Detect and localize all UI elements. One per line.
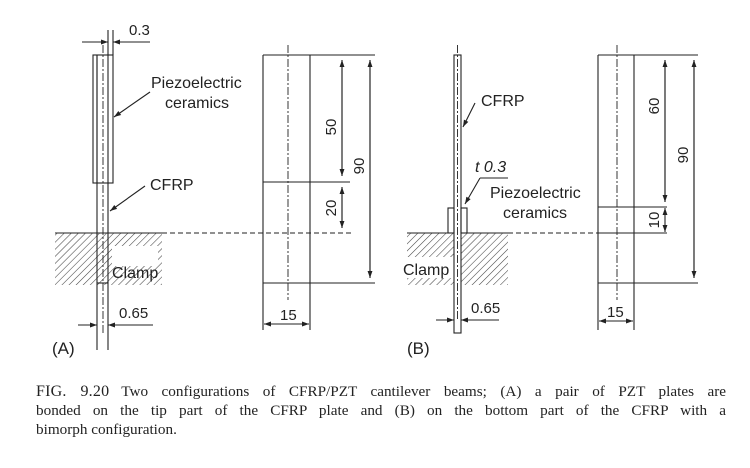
caption-text-1: Two configurations of CFRP/PZT cantileve… <box>121 383 726 400</box>
figure-caption: FIG. 9.20 Two configurations of CFRP/PZT … <box>36 382 726 439</box>
piezo-leader-b <box>464 177 481 205</box>
panel-a <box>55 30 375 350</box>
piezo-label-a-line2: ceramics <box>165 95 229 112</box>
side-view-b <box>597 54 698 330</box>
cfrp-thickness-a: 0.65 <box>119 305 148 322</box>
cfrp-beam-a <box>96 30 109 350</box>
side-view-a <box>262 54 375 330</box>
piezo-thickness-b: t 0.3 <box>475 159 506 176</box>
cfrp-leader-a <box>109 185 146 212</box>
panel-label-b: (B) <box>407 339 430 358</box>
gap-length-a: 20 <box>323 200 340 217</box>
piezo-leader-a <box>113 91 151 118</box>
piezo-plates-a <box>92 54 114 184</box>
piezo-length-b: 10 <box>646 212 663 229</box>
cfrp-label-a: CFRP <box>150 177 194 194</box>
figure-number: FIG. 9.20 <box>36 383 110 400</box>
free-length-b: 60 <box>646 98 663 115</box>
caption-line-2: bonded on the tip part of the CFRP plate… <box>36 402 726 419</box>
clamp-label-b: Clamp <box>403 262 449 279</box>
panel-label-a: (A) <box>52 339 75 358</box>
piezo-plates-b <box>447 207 468 234</box>
piezo-length-a: 50 <box>323 119 340 136</box>
panel-b <box>403 45 698 334</box>
piezo-label-b-line2: ceramics <box>503 205 567 222</box>
width-b: 15 <box>607 304 624 321</box>
cfrp-thickness-b: 0.65 <box>471 300 500 317</box>
total-length-a: 90 <box>351 158 368 175</box>
total-length-b: 90 <box>675 147 692 164</box>
clamp-label-a: Clamp <box>112 265 158 282</box>
width-a: 15 <box>280 307 297 324</box>
cantilever-beam-diagram: 0.3 Piezoelectric ceramics CFRP Clamp 0.… <box>52 22 698 358</box>
cfrp-beam-b <box>453 54 462 334</box>
cfrp-label-b: CFRP <box>481 93 525 110</box>
cfrp-leader-b <box>462 102 476 128</box>
piezo-label-b-line1: Piezoelectric <box>490 185 581 202</box>
piezo-thickness-a: 0.3 <box>129 22 150 39</box>
caption-line-1: FIG. 9.20 Two configurations of CFRP/PZT … <box>36 382 726 401</box>
caption-line-3: bimorph configuration. <box>36 421 177 438</box>
piezo-label-a-line1: Piezoelectric <box>151 75 242 92</box>
